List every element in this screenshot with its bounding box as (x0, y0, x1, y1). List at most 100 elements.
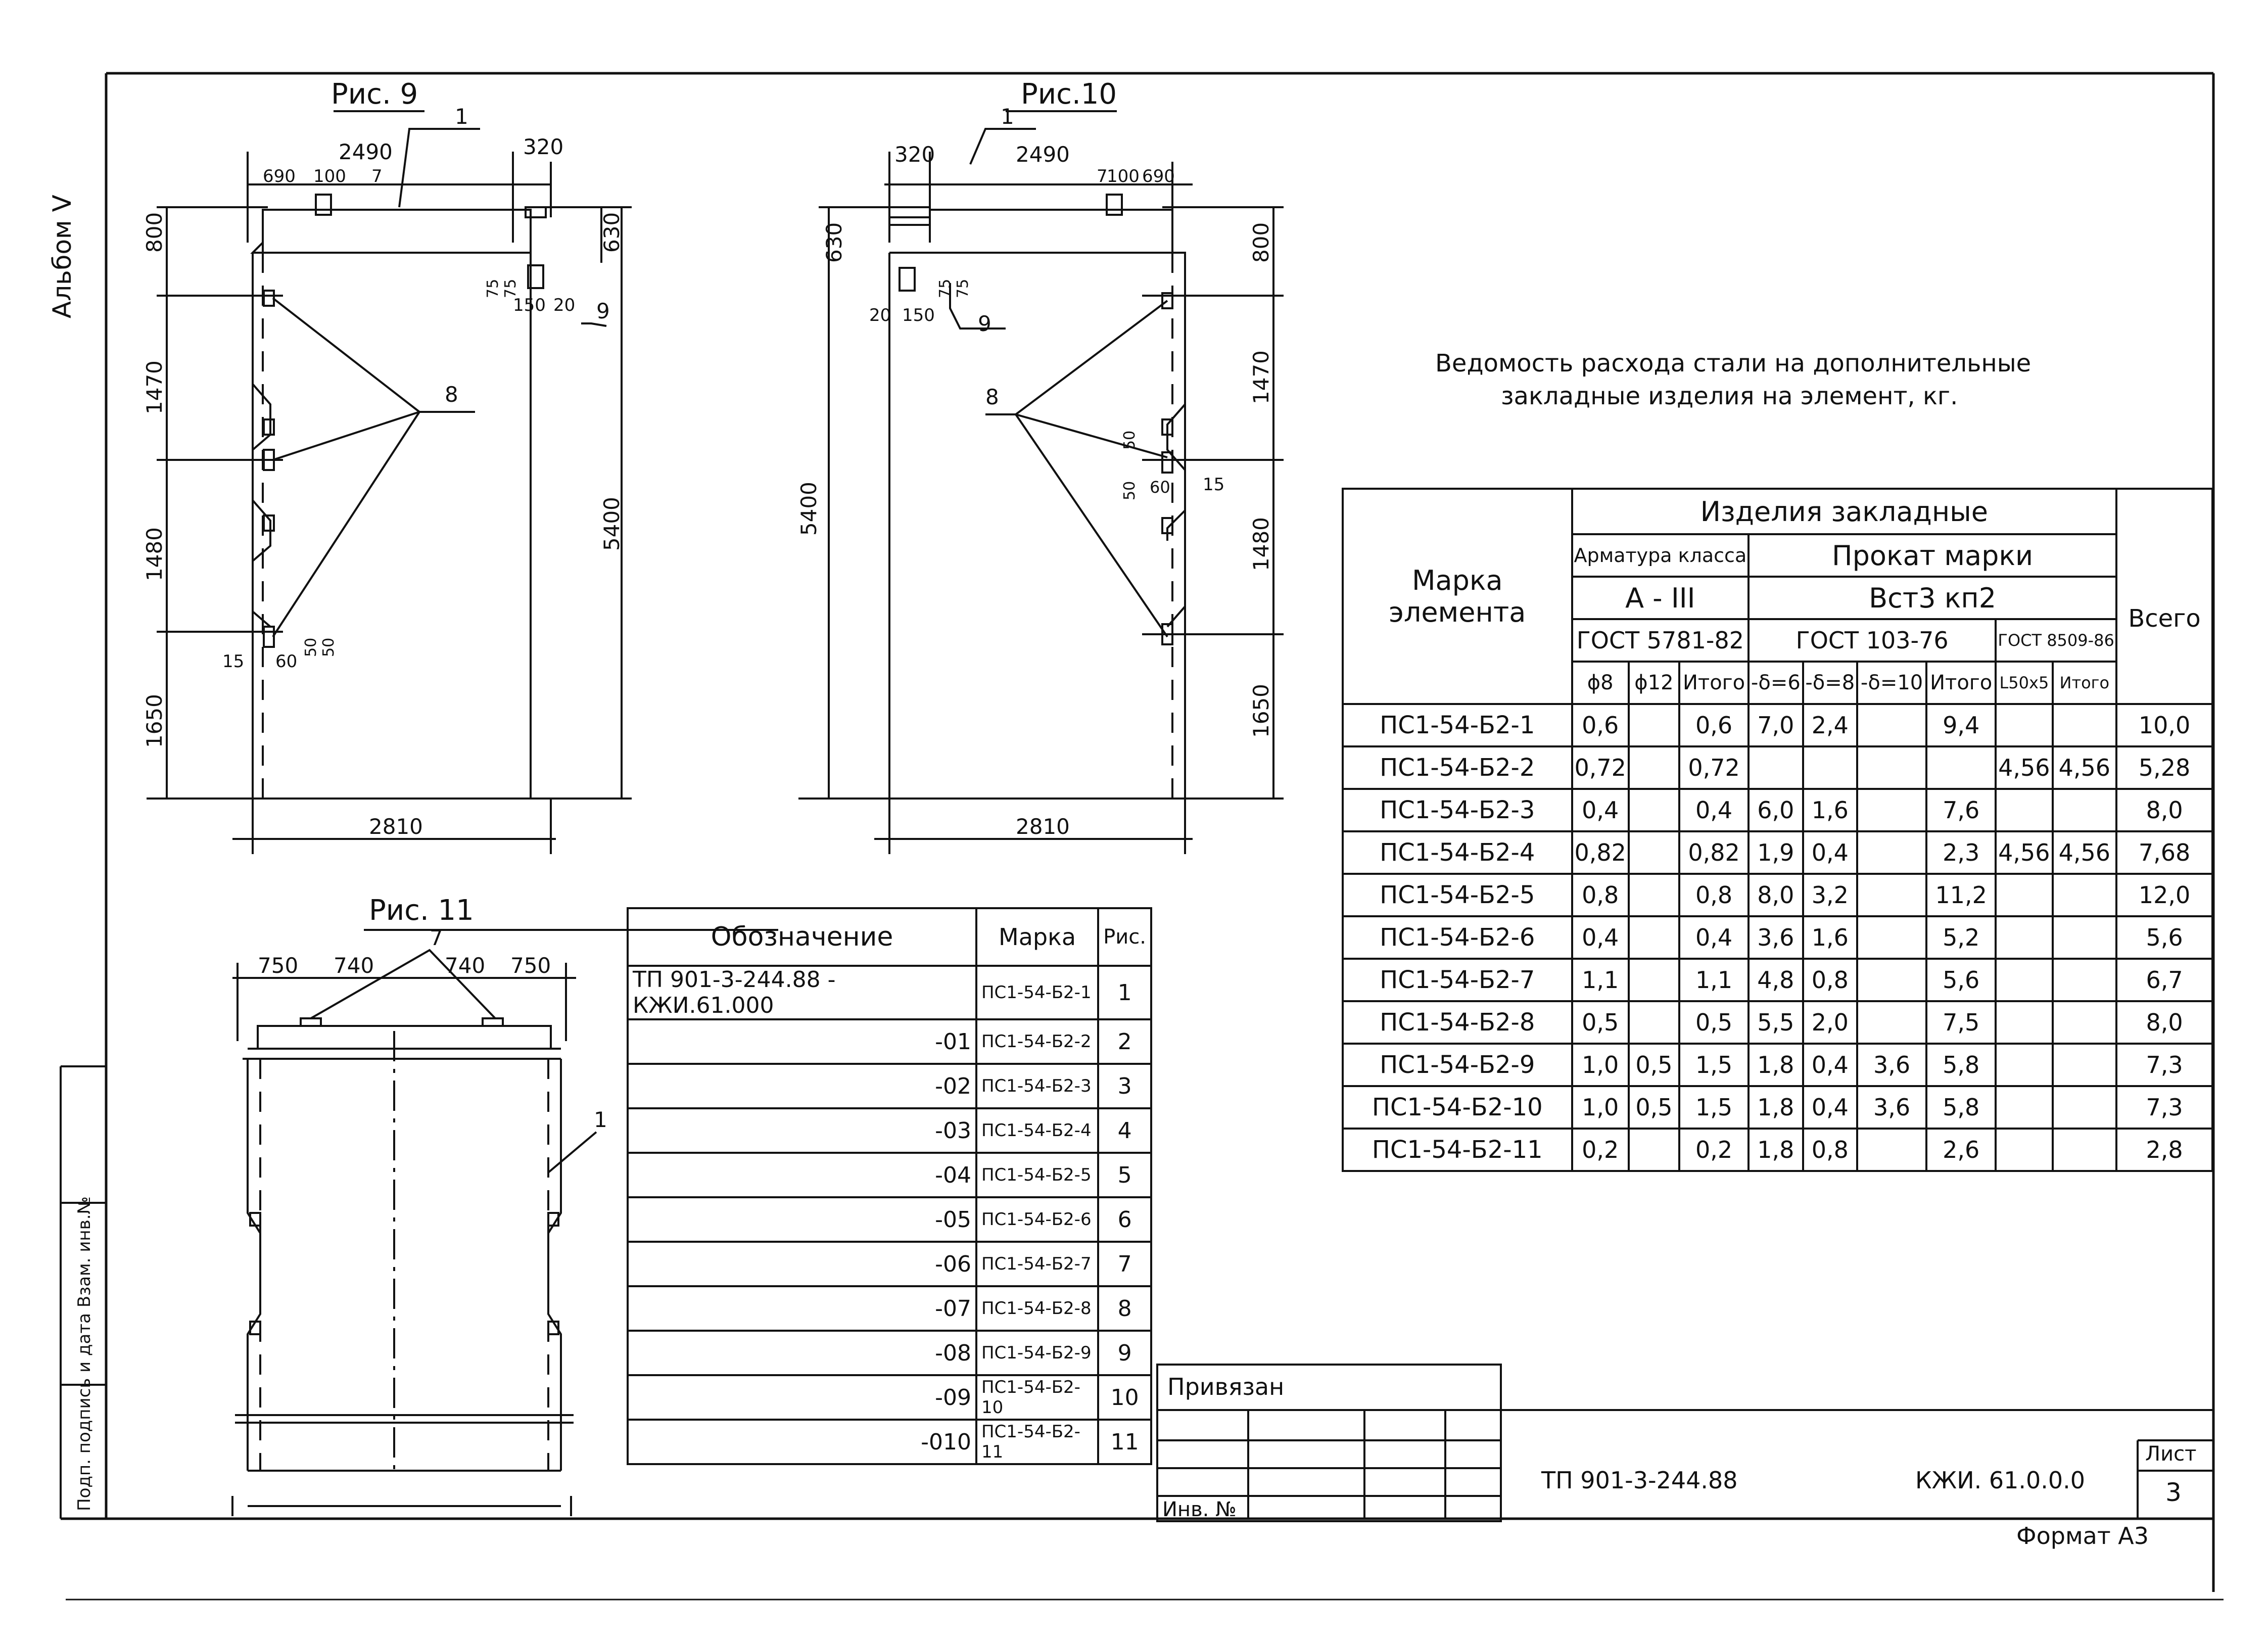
steel-value-cell: 7,5 (1925, 1000, 1997, 1045)
fig9-dim: 5400 (599, 497, 624, 551)
designation-cell: -07 (627, 1285, 977, 1332)
steel-value-cell: 9,4 (1925, 703, 1997, 747)
fig9-dim: 2810 (369, 814, 423, 839)
fig10-dim: 50 (1121, 431, 1139, 450)
steel-value-cell: 7,6 (1925, 788, 1997, 832)
fig10-dim: 1 (1001, 104, 1014, 129)
fig9-dim: 100 (313, 166, 346, 186)
steel-value-cell: 5,28 (2115, 745, 2213, 790)
steel-value-cell (1627, 873, 1681, 917)
fig10-dim: 75 (954, 279, 972, 298)
rebar-header: Арматура класса (1571, 533, 1750, 578)
fig10-dim: 630 (822, 222, 846, 263)
steel-value-cell: 7,0 (1747, 703, 1804, 747)
fig9-dim: 1470 (142, 360, 167, 414)
fig9-dim: 7 (371, 166, 383, 186)
figure-10 (798, 110, 1284, 854)
fig10-dim: 100 (1107, 166, 1140, 186)
items-header: Изделия закладные (1571, 488, 2118, 535)
fig10-dim: 2810 (1016, 814, 1070, 839)
figure-10-labels: Рис.10 320 1 2490 7 100 690 630 800 75 7… (796, 78, 1273, 839)
steel-value-cell (1627, 1000, 1681, 1045)
steel-value-cell: 8,0 (1747, 873, 1804, 917)
element-mark-cell: ПС1-54-Б2-3 (1342, 788, 1573, 832)
steel-value-cell (1995, 788, 2054, 832)
rolled-gost: ГОСТ 103-76 (1747, 618, 1997, 663)
project-code: ТП 901-3-244.88 (1541, 1467, 1738, 1494)
subheader-cell: L50x5 (1995, 661, 2054, 705)
steel-value-cell (2051, 1043, 2118, 1087)
designation-table: Обозначение Марка Рис. ТП 901-3-244.88 -… (627, 907, 1152, 1465)
steel-value-cell (2051, 1000, 2118, 1045)
fig10-dim: 1470 (1249, 350, 1273, 404)
element-mark-cell: ПС1-54-Б2-9 (1342, 1043, 1573, 1087)
fig10-dim: 7 (1097, 166, 1108, 186)
steel-value-cell (2051, 703, 2118, 747)
mark-cell: ПС1-54-Б2-7 (975, 1241, 1100, 1287)
steel-value-cell: 3,6 (1856, 1043, 1928, 1087)
steel-value-cell (1627, 915, 1681, 960)
rebar-gost: ГОСТ 5781-82 (1571, 618, 1750, 663)
steel-value-cell: 1,9 (1747, 830, 1804, 875)
steel-value-cell: 2,3 (1925, 830, 1997, 875)
fig10-dim: 50 (1121, 481, 1139, 500)
steel-value-cell: 8,0 (2115, 788, 2213, 832)
panel-outline-fig9 (250, 209, 532, 254)
steel-value-cell: 0,72 (1571, 745, 1630, 790)
steel-value-cell (1925, 745, 1997, 790)
fig9-dim: 2490 (339, 139, 393, 164)
mark-cell: ПС1-54-Б2-6 (975, 1196, 1100, 1243)
steel-value-cell: 2,8 (2115, 1128, 2213, 1172)
fig10-dim: 690 (1142, 166, 1175, 186)
fig10-dim: 8 (985, 385, 999, 409)
steel-value-cell (1995, 1000, 2054, 1045)
steel-value-cell: 1,8 (1747, 1043, 1804, 1087)
designation-cell: -09 (627, 1374, 977, 1421)
steel-value-cell: 12,0 (2115, 873, 2213, 917)
steel-value-cell (1856, 1128, 1928, 1172)
steel-value-cell (1627, 958, 1681, 1002)
steel-value-cell: 0,82 (1678, 830, 1750, 875)
fig10-dim: 15 (1203, 475, 1224, 495)
sheet-frame (60, 72, 2224, 1601)
designation-cell: -01 (627, 1018, 977, 1065)
steel-value-cell: 1,8 (1747, 1128, 1804, 1172)
fig-cell: 10 (1097, 1374, 1152, 1421)
fig11-dim: 740 (334, 953, 374, 978)
fig10-dim: 2490 (1016, 142, 1070, 167)
steel-value-cell: 0,4 (1571, 788, 1630, 832)
steel-value-cell: 0,8 (1571, 873, 1630, 917)
steel-value-cell: 3,6 (1856, 1085, 1928, 1130)
fig-cell: 9 (1097, 1330, 1152, 1376)
designation-col-header: Обозначение (627, 907, 977, 967)
steel-value-cell: 4,8 (1747, 958, 1804, 1002)
mark-cell: ПС1-54-Б2-2 (975, 1018, 1100, 1065)
sheet-label: Лист (2145, 1442, 2196, 1466)
mark-cell: ПС1-54-Б2-5 (975, 1152, 1100, 1198)
steel-value-cell: 0,5 (1571, 1000, 1630, 1045)
subheader-cell: Итого (1678, 661, 1750, 705)
steel-value-cell: 5,8 (1925, 1085, 1997, 1130)
tied-label: Привязан (1167, 1373, 1284, 1400)
steel-value-cell: 0,8 (1802, 1128, 1859, 1172)
steel-value-cell: 0,4 (1802, 1085, 1859, 1130)
designation-cell: -08 (627, 1330, 977, 1376)
steel-value-cell (1627, 1128, 1681, 1172)
element-mark-header: Марка элемента (1342, 488, 1573, 705)
steel-value-cell: 5,6 (2115, 915, 2213, 960)
subheader-cell: -δ=10 (1856, 661, 1928, 705)
steel-value-cell (2051, 1085, 2118, 1130)
fig10-dim: 800 (1249, 222, 1273, 263)
total-header: Всего (2115, 534, 2213, 705)
gost-8509: ГОСТ 8509-86 (1995, 618, 2118, 663)
fig11-dim: 1 (594, 1107, 607, 1132)
sheet-number: 3 (2165, 1478, 2182, 1507)
